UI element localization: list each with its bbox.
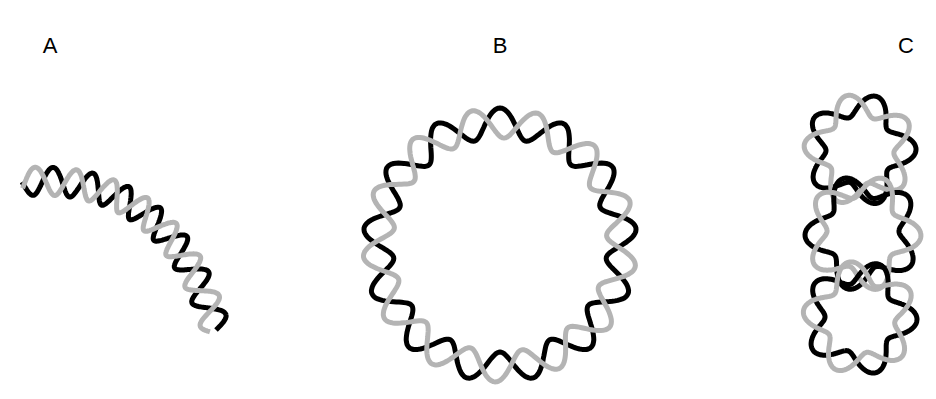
circular-helix-gray-strand <box>364 111 636 382</box>
panel-label: C <box>898 35 914 57</box>
panel-label: A <box>43 35 58 57</box>
loop-helix-gray-strand <box>804 95 909 202</box>
loop-helix-gray-strand <box>803 262 911 371</box>
curved-helix-gray-strand <box>23 167 220 331</box>
panel-label: B <box>493 35 508 57</box>
